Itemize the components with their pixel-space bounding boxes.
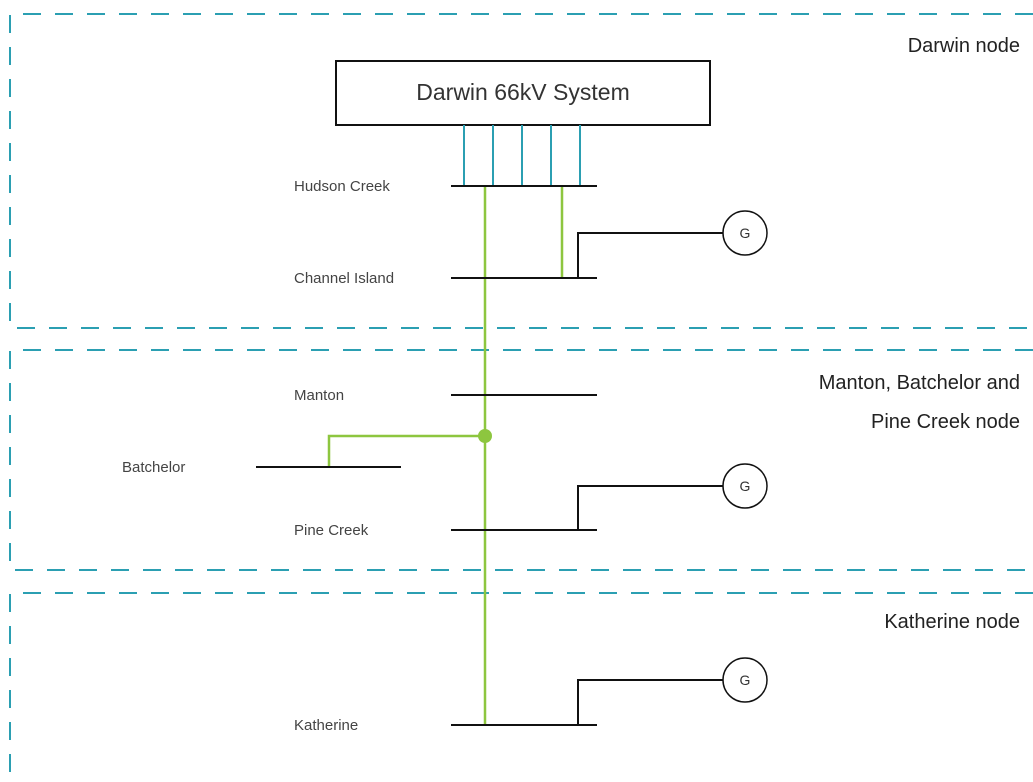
batchelor-label: Batchelor bbox=[122, 459, 185, 476]
generator-connection bbox=[577, 232, 723, 278]
generator-channel-island: G bbox=[577, 210, 768, 278]
generator-symbol: G bbox=[740, 478, 751, 494]
batchelor-junction-dot bbox=[478, 429, 492, 443]
region-manton-batchelor-pine-creek bbox=[9, 349, 1033, 571]
manton-node-label-line2: Pine Creek node bbox=[871, 411, 1020, 433]
generator-pine-creek: G bbox=[577, 463, 768, 530]
katherine-label: Katherine bbox=[294, 717, 358, 734]
generator-icon bbox=[722, 210, 768, 256]
generator-connection bbox=[577, 485, 723, 530]
batchelor-spur-line bbox=[327, 434, 485, 467]
generator-katherine: G bbox=[577, 657, 768, 725]
pine-creek-label: Pine Creek bbox=[294, 522, 369, 539]
generator-symbol: G bbox=[740, 225, 751, 241]
generator-icon bbox=[722, 657, 768, 703]
channel-island-label: Channel Island bbox=[294, 270, 394, 287]
manton-node-label-line1: Manton, Batchelor and bbox=[819, 372, 1020, 394]
system-feeders bbox=[463, 125, 581, 186]
manton-label: Manton bbox=[294, 387, 344, 404]
region-katherine bbox=[9, 592, 1033, 782]
buses bbox=[256, 185, 597, 726]
darwin-66kv-system-label: Darwin 66kV System bbox=[416, 79, 629, 105]
hudson-creek-label: Hudson Creek bbox=[294, 178, 390, 195]
katherine-node-label: Katherine node bbox=[884, 611, 1020, 633]
generator-connection bbox=[577, 679, 723, 725]
generator-icon bbox=[722, 463, 768, 509]
generator-symbol: G bbox=[740, 672, 751, 688]
darwin-node-label: Darwin node bbox=[908, 35, 1020, 57]
transmission-lines bbox=[327, 186, 564, 725]
